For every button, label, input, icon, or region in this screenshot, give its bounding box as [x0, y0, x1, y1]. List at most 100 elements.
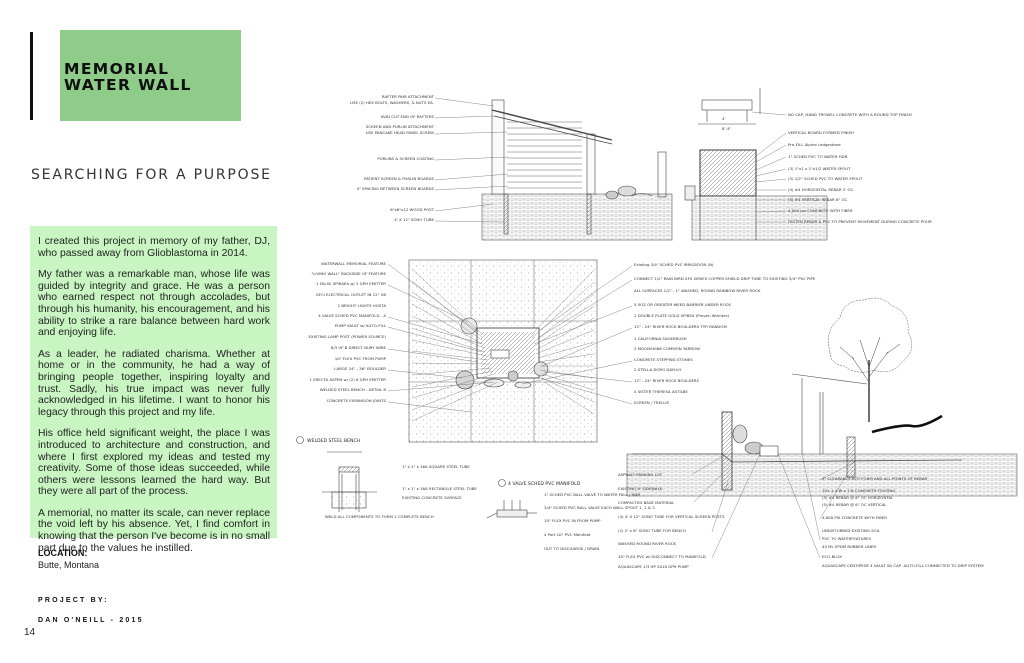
- page-number: 14: [24, 627, 36, 638]
- manifold-detail-note: OUT TO DISCHARGE / DRAIN: [544, 546, 599, 551]
- plan-right-note: 12" - 24" RIVER ROCK BOULDERS: [634, 378, 700, 383]
- elevation-right-note: 4,000 psi CONCRETE WITH FIBER: [788, 208, 853, 213]
- title-line-2: WATER WALL: [64, 76, 192, 94]
- elevation-right-note: (3) 1/2" SCHED PVC TO WATER SPOUT: [788, 176, 863, 181]
- site-plan: [408, 259, 598, 443]
- title-line-1: MEMORIAL: [64, 60, 170, 78]
- section-left-note: AQUASCAPE 1/3 HP 2010 GPH PUMP: [618, 564, 689, 569]
- plan-left-note: "LIVING WALL" BACKSIDE OF FEATURE: [311, 271, 386, 276]
- section-right-note: 10'L x 2'W x 1'D CONCRETE FOOTING: [822, 488, 895, 493]
- section-left-note: (4) 4' X 12" SONO TUBE FOR VERTICAL SCRE…: [618, 514, 725, 519]
- manifold-detail-note: 3/4" SCHED PVC BALL VALVE EACH WALL SPOU…: [544, 505, 655, 510]
- manifold-detail-note: 4 Port 10" PVC Manifold: [544, 532, 591, 537]
- elevation-right-note: (4) #4 HORIZONTAL REBAR 2' OC: [788, 187, 854, 192]
- plan-left-note: 1 ERECTA ASPEN w/ (2) 8 GPH EMITTER: [309, 377, 386, 382]
- elevation-left-note: 4' X 12" SONO TUBE: [394, 217, 434, 222]
- plan-right-note: 5.5OZ OR GREATER WEED BARRIER UNDER ROCK: [634, 302, 731, 307]
- elevation-right-note: Pro-FILL Alpine Ledgestone: [788, 142, 841, 147]
- section-right-note: (5) #4 REBAR @ 6" OC HORIZONTAL: [822, 495, 894, 500]
- plan-right-note: 4 SISTER THERESA ASTILBE: [634, 389, 688, 394]
- manifold-detail: [486, 479, 537, 519]
- story-paragraph: As a leader, he radiated charisma. Wheth…: [38, 348, 270, 418]
- plan-left-note: LARGE 24" - 36" BOULDER: [334, 366, 386, 371]
- elevation-left-note: RAFTER PAIR ATTACHMENT: [382, 94, 435, 99]
- section-right-note: 4,000 PSI CONCRETE WITH FIBER: [822, 515, 887, 520]
- story-panel: I created this project in memory of my f…: [30, 226, 277, 554]
- manifold-detail-title: 4 VALVE SCHED PVC MANIFOLD: [508, 481, 581, 487]
- plan-left-note: PUMP VAULT w/ AUTO-FILL: [335, 323, 387, 328]
- plan-left-note: 10" FLEX PVC FROM PUMP: [335, 356, 387, 361]
- plan-left-note: 1 FALSE SPIRAEA w/ 2 GPH EMITTER: [316, 281, 386, 286]
- bench-detail-note: 1" x 1" x 16A SQUARE STEEL TUBE: [402, 464, 470, 469]
- plan-left-note: 4 VALVE SCHED PVC MANIFOLD - A: [318, 313, 386, 318]
- story-paragraph: My father was a remarkable man, whose li…: [38, 269, 270, 339]
- plan-right-note: SCREEN / TRELLIS: [634, 400, 670, 405]
- story-paragraph: A memorial, no matter its scale, can nev…: [38, 507, 270, 554]
- elevation-left-note: 6"x6"x12 WOOD POST: [390, 207, 434, 212]
- section-right-note: 3" CLEARANCE BOT FORM AND ALL POINTS OF …: [822, 476, 928, 481]
- section-right-note: PVC TO WATERFEATURES: [822, 536, 872, 541]
- manifold-detail-note: 10" FLEX PVC IN FROM PUMP: [544, 518, 601, 523]
- accent-bar: [30, 32, 33, 120]
- bench-detail-title: WELDED STEEL BENCH: [307, 438, 360, 444]
- plan-right-note: CONCRETE STEPPING STONES: [634, 357, 693, 362]
- elevation-left-note: AVID CUT END OF RAFTERS: [381, 114, 435, 119]
- tree-illustration: [828, 297, 913, 422]
- story-paragraph: His office held significant weight, the …: [38, 428, 270, 498]
- plan-right-note: 1 DOUBLE PLATE GOLD SPIREA (Proven Winne…: [634, 313, 730, 318]
- plan-left-note: 1 BRIGHT LIGHTS HOSTA: [338, 303, 387, 308]
- section-left-note: WASHED ROUND RIVER ROCK: [618, 541, 677, 546]
- plan-right-note: 1 CALIFORNIA SAGEBRUSH: [634, 336, 687, 341]
- section-right-note: AQUASCAPE CENTIPEDE 4 VAULT W/ CAP -AUTO…: [822, 563, 984, 568]
- location-label: LOCATION:: [38, 548, 88, 558]
- plan-left-note: WATERWALL MEMORIAL FEATURE: [321, 261, 386, 266]
- section-left-note: (2) 2' x 8" SONO TUBE FOR BENCH: [618, 528, 686, 533]
- section-left-note: COMPACTED BASE MATERIAL: [618, 500, 675, 505]
- plan-left-note: 8/3 UF-B DIRECT BURY WIRE: [331, 345, 387, 350]
- plan-left-note: CONCRETE EXPANSION JOINTS: [327, 398, 387, 403]
- plan-left-note: GFCI ELECTRICAL OUTLET IN 12" VB: [316, 292, 387, 297]
- elevation-left-note: USE PANCAKE HEAD PANEL SCREW: [366, 130, 434, 135]
- plan-right-note: 2 MOONSHINE COMMON YARROW: [634, 346, 700, 351]
- story-paragraph: I created this project in memory of my f…: [38, 236, 270, 259]
- elevation-right-note: 1" SCHED PVC TO WATER HDR: [788, 154, 848, 159]
- section-left-note: EXISTING 8' SIDEWALK: [618, 486, 663, 491]
- manifold-detail-note: 1" SCHED PVC BALL VALVE TO WATER FALL / …: [544, 492, 640, 497]
- elevation-right-note: VERTICAL BOARD FORMED FINISH: [788, 130, 854, 135]
- elevation-left-note: PATIENT SCREEN & PURLIN BOARDS: [364, 176, 434, 181]
- elevation-screen: [481, 99, 673, 241]
- title-block: MEMORIAL WATER WALL: [60, 30, 241, 121]
- elevation-right-note: (3) 1"x1 x 1"x1/2 WATER SPOUT: [788, 166, 851, 171]
- plan-right-note: ALL SURFACES 1/2" - 1" WASHED, ROUND RAI…: [634, 288, 761, 293]
- plan-right-note: 2 STELLA DORO DAYLILY: [634, 367, 682, 372]
- section-left-note: 10" FLEX PVC w/ DISCONNECT TO MANIFOLD: [618, 554, 706, 559]
- bench-detail-note: WELD ALL COMPONENTS TO FORM 1 COMPLETE B…: [325, 514, 434, 519]
- plan-right-note: 12" - 24" RIVER ROCK BOULDERS TYP. RANDO…: [634, 324, 727, 329]
- section-right-note: UNDISTURBED EXISTING SOIL: [822, 528, 881, 533]
- elevation-left-note: USE (2) HEX BOLTS, WASHERS, & NUTS EA.: [350, 100, 434, 105]
- bench-detail: [296, 436, 377, 512]
- bench-detail-note: EXISTING CONCRETE SURFACE: [402, 495, 462, 500]
- page-subtitle: SEARCHING FOR A PURPOSE: [31, 167, 272, 183]
- elevation-right-note: (5) #4 VERTICAL REBAR 8" OC: [788, 197, 848, 202]
- plan-right-note: CONNECT 1/2" RAIN BIRD XFS SERIES COPPER…: [634, 276, 816, 281]
- svg-text:8'-4": 8'-4": [722, 126, 731, 131]
- elevation-right-note: FASTEN REBAR & PVC TO PREVENT MOVEMENT D…: [788, 219, 932, 224]
- location-value: Butte, Montana: [38, 560, 100, 570]
- plan-left-note: WELDED STEEL BENCH - DETAIL B: [320, 387, 387, 392]
- project-by-value: DAN O'NEILL - 2015: [38, 617, 144, 624]
- project-by-label: PROJECT BY:: [38, 597, 109, 604]
- section-right-note: 45 ML EPDM RUBBER LINER: [822, 544, 876, 549]
- plan-right-note: Existing 3/4" SCHED PVC IRRIGATION (N): [634, 262, 714, 267]
- construction-drawing: 4' 8'-4": [296, 88, 1018, 569]
- plan-left-note: EXISTING LAMP POST (POWER SOURCE): [308, 334, 386, 339]
- elevation-water-wall: 4' 8'-4": [684, 88, 828, 241]
- elevation-left-note: SCREEN AND PURLIN ATTACHMENT: [366, 124, 435, 129]
- section-left-note: ASPHALT PARKING LOT: [618, 472, 663, 477]
- site-section: [626, 373, 1018, 497]
- section-right-note: (5) #4 REBAR @ 6" OC VERTICAL: [822, 502, 887, 507]
- elevation-left-note: 4" SPACING BETWEEN SCREEN BOARDS: [357, 186, 435, 191]
- bench-detail-note: 1" x 1" x 16A RECTANGLE STEEL TUBE: [402, 486, 477, 491]
- elevation-right-note: NO CAP, HAND TROWEL CONCRETE WITH A ROUN…: [788, 112, 912, 117]
- section-right-note: ECO-BLOX: [822, 554, 842, 559]
